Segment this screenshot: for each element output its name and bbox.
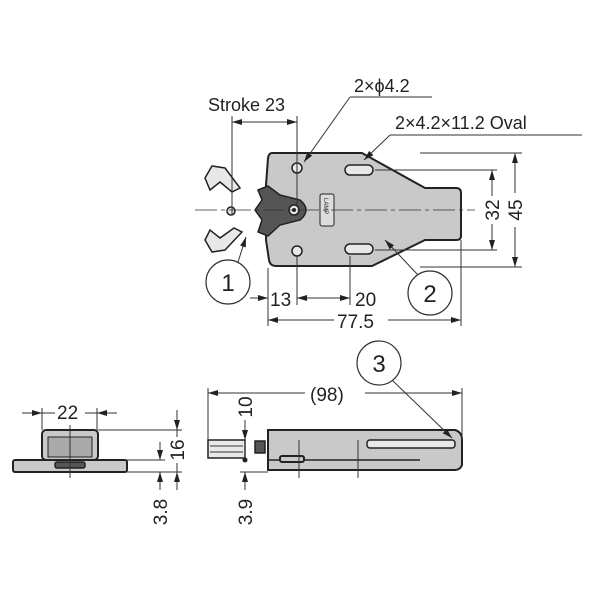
dim-77-5: 77.5 <box>337 312 374 333</box>
dim-22: 22 <box>57 403 78 424</box>
callout-2-circle <box>407 270 453 316</box>
oval-slot <box>344 243 374 255</box>
striker-part <box>204 165 244 253</box>
oval-slot <box>344 164 374 176</box>
oval-label: 2×4.2×11.2 Oval <box>395 113 527 133</box>
top-view: LAMP Stroke 23 2×ϕ4.2 2×4.2×11.2 Oval 32… <box>195 76 582 333</box>
mount-hole <box>291 245 303 257</box>
latch-body <box>265 152 462 267</box>
dim-20: 20 <box>355 290 376 311</box>
callout-3-circle <box>356 340 402 386</box>
hole-label: 2×ϕ4.2 <box>354 76 410 96</box>
dim-32: 32 <box>483 199 504 220</box>
callout-3: 3 <box>372 351 385 378</box>
reference-point <box>242 457 248 463</box>
dim-3-8: 3.8 <box>151 499 172 525</box>
end-view: 22 16 3.8 <box>12 400 189 525</box>
lever <box>254 185 307 237</box>
dim-98: (98) <box>310 385 344 406</box>
dim-13: 13 <box>270 290 291 311</box>
logo: LAMP <box>322 198 328 214</box>
stroke-label: Stroke 23 <box>208 95 285 115</box>
dim-16: 16 <box>168 439 189 460</box>
side-view: (98) 10 3.9 3 <box>207 340 463 525</box>
dim-3-9: 3.9 <box>236 499 257 525</box>
callout-1-circle <box>205 259 251 305</box>
dim-10: 10 <box>236 396 257 417</box>
dim-45: 45 <box>506 199 527 220</box>
callout-1: 1 <box>221 270 234 297</box>
callout-2: 2 <box>423 281 436 308</box>
